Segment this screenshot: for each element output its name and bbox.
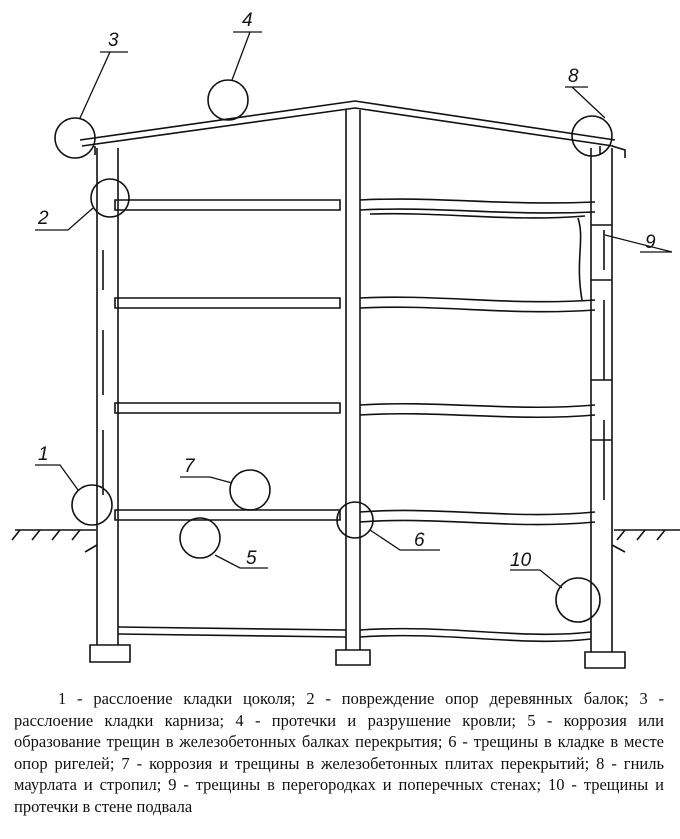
callout-circle-7: [229, 469, 271, 511]
left-wall: [89, 148, 131, 663]
label-6: 6: [414, 530, 425, 551]
callout-circle-8: [571, 115, 613, 157]
building-section-diagram: 3 4 8 2 9 1 7 5 6 10: [11, 10, 680, 669]
leader-lines: [35, 31, 673, 589]
central-column: [335, 110, 371, 666]
callout-circle-4: [207, 79, 249, 121]
roof: [79, 100, 626, 158]
label-3: 3: [108, 30, 119, 51]
label-9: 9: [645, 232, 656, 253]
figure-caption: 1 - расслоение кладки цоколя; 2 - повреж…: [14, 689, 664, 816]
floor-beams: [114, 198, 596, 643]
callout-labels: 3 4 8 2 9 1 7 5 6 10: [37, 10, 656, 571]
label-8: 8: [568, 66, 579, 87]
right-wall: [584, 148, 626, 669]
label-7: 7: [184, 456, 196, 477]
callout-circle-2: [90, 178, 130, 218]
callout-circle-6: [336, 501, 374, 539]
callout-circle-3: [54, 117, 96, 159]
label-10: 10: [510, 550, 532, 571]
ground-line: [11, 529, 680, 553]
callout-circle-10: [555, 577, 601, 623]
partition-crack: [577, 217, 583, 301]
label-5: 5: [246, 548, 257, 569]
label-1: 1: [38, 444, 49, 465]
callout-circle-1: [71, 484, 113, 526]
label-4: 4: [242, 10, 253, 31]
label-2: 2: [37, 208, 49, 229]
callout-circles: [54, 79, 613, 623]
callout-circle-5: [179, 517, 221, 559]
